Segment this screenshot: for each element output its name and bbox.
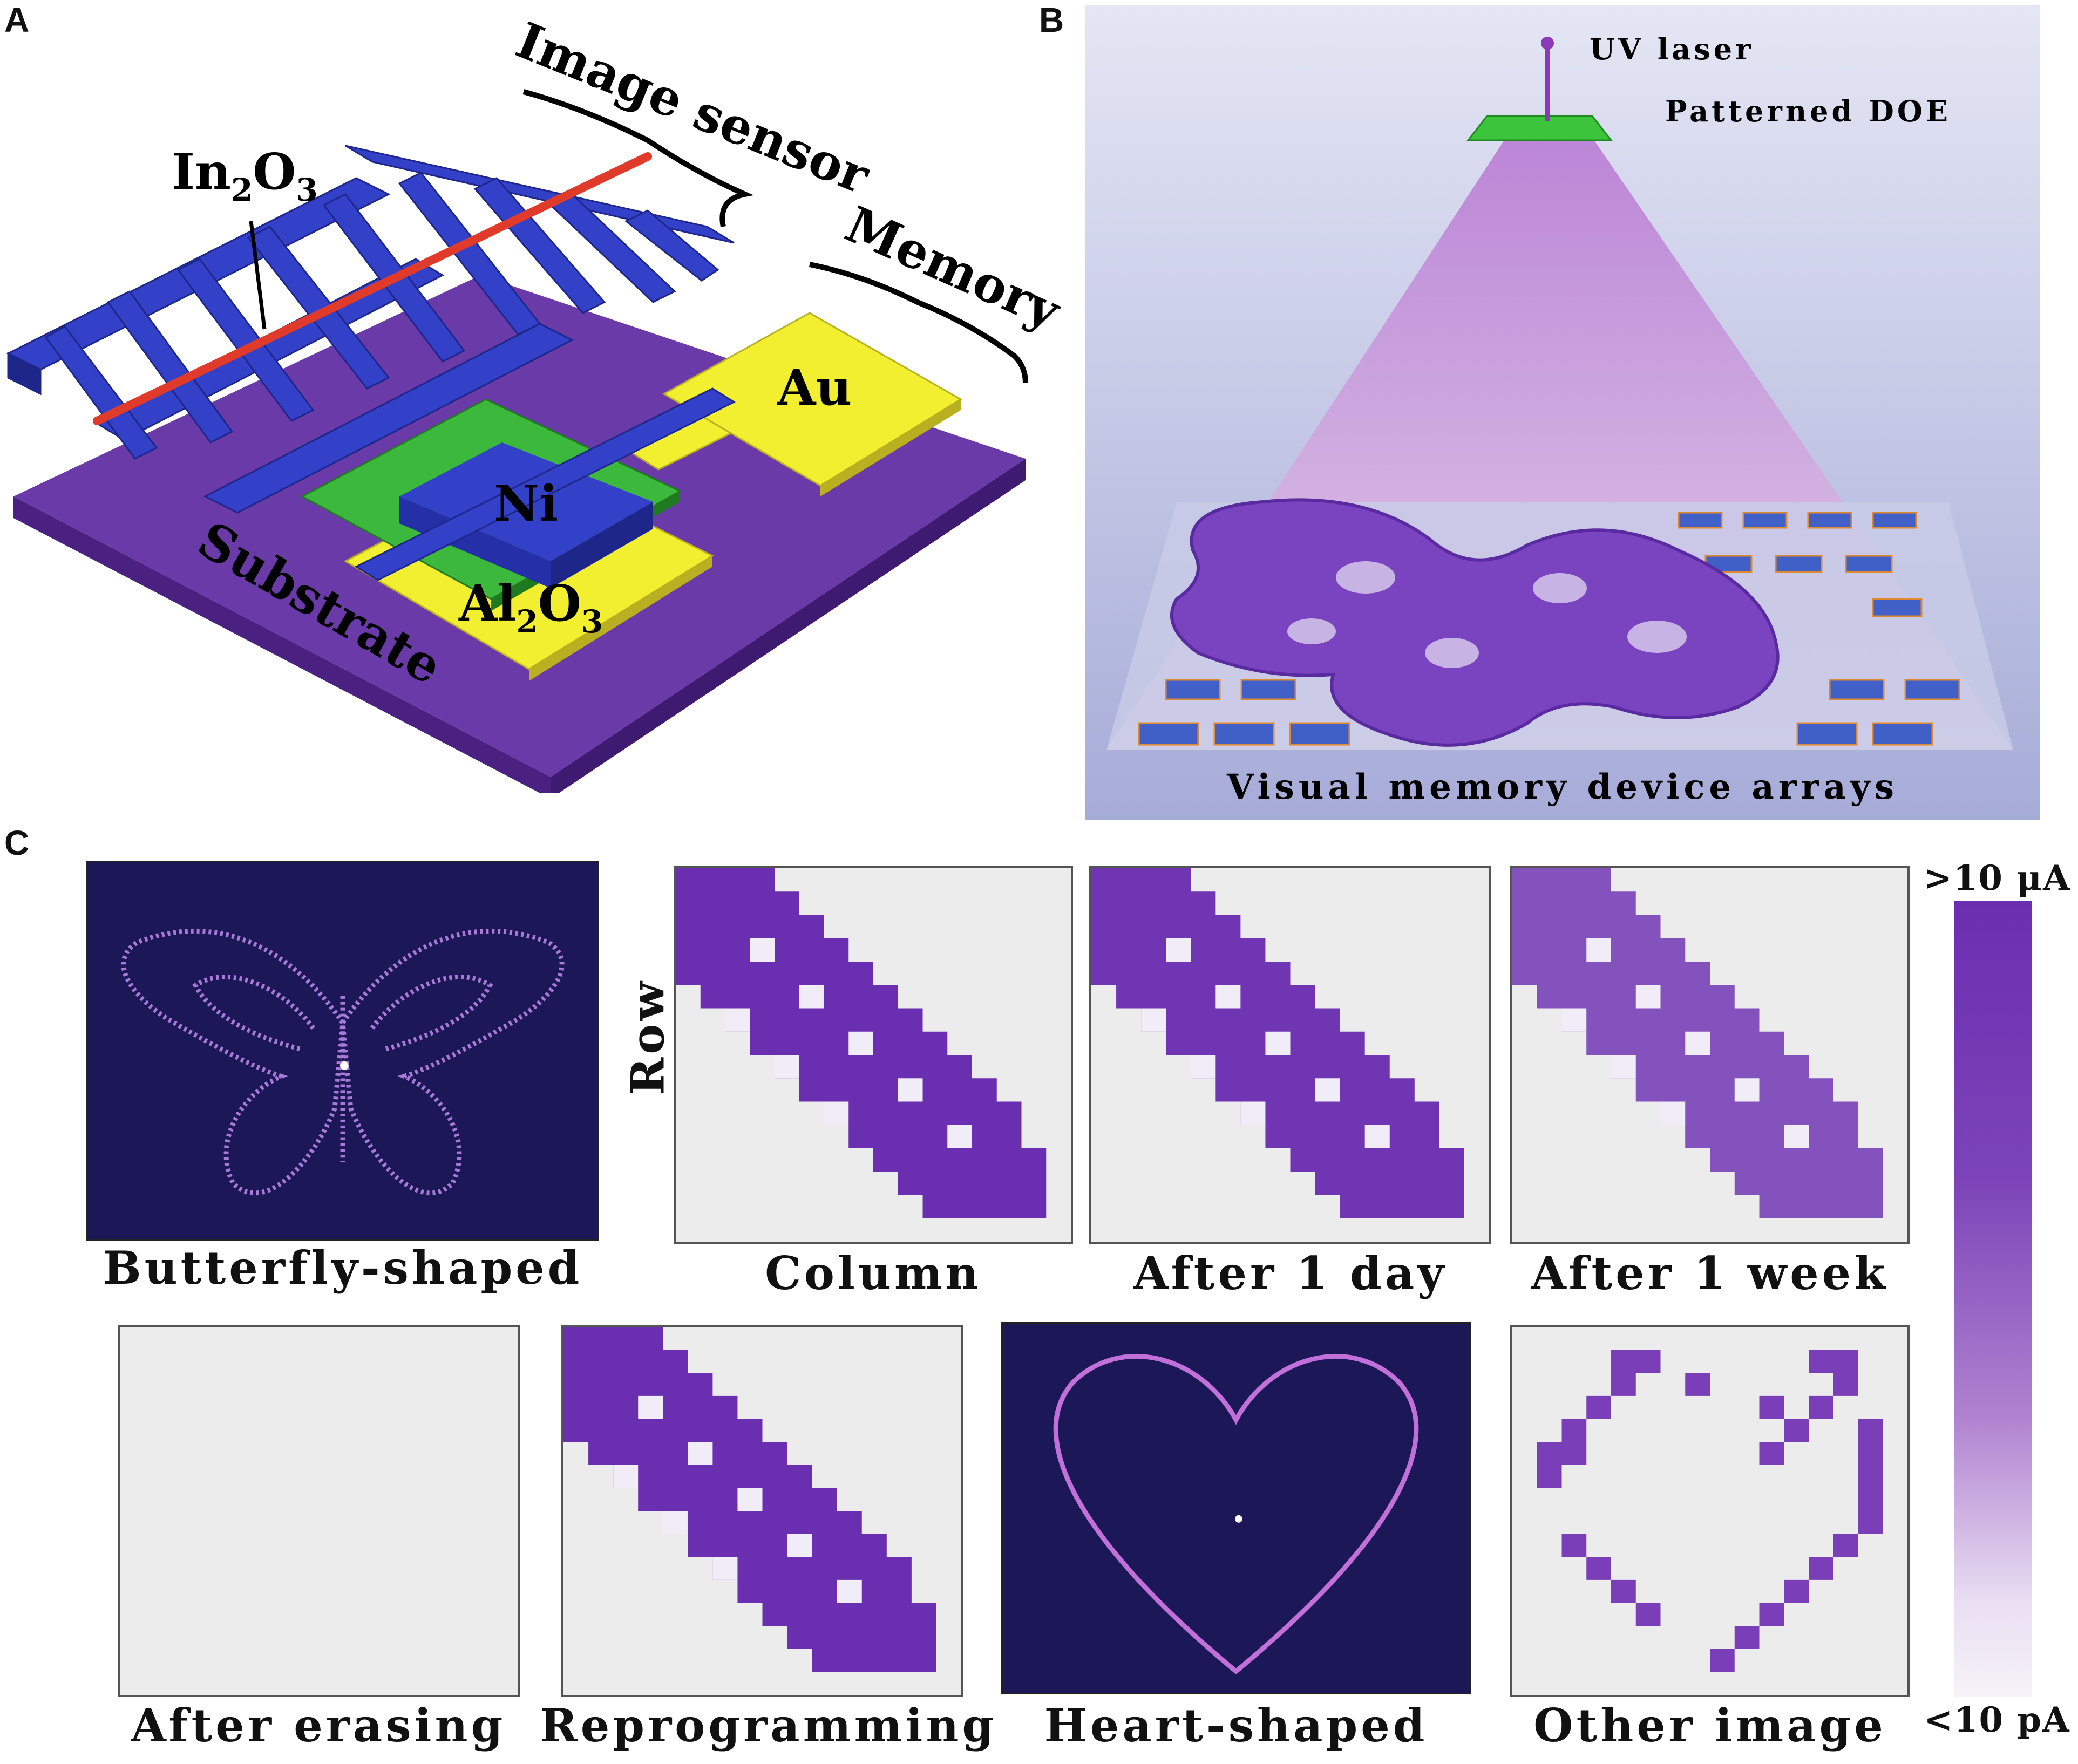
au-label: Au	[777, 358, 852, 417]
caption-after-erasing: After erasing	[131, 1699, 506, 1752]
au-pad-edge	[820, 399, 961, 496]
heatmap-other-image	[1510, 1325, 1910, 1697]
caption-heart: Heart-shaped	[1044, 1699, 1428, 1752]
heatmap-reprogramming	[561, 1325, 963, 1697]
row-axis-label: Row	[621, 978, 675, 1095]
heatmap-after-erasing	[118, 1325, 520, 1697]
caption-column: Column	[765, 1247, 982, 1300]
butterfly-photo	[86, 861, 599, 1241]
in2o3-pointer	[249, 221, 267, 330]
svg-text:In2O3: In2O3	[172, 142, 318, 208]
ni-block-front	[551, 502, 653, 588]
caption-other-image: Other image	[1533, 1699, 1886, 1752]
ni-label: Ni	[494, 474, 558, 533]
substrate-front	[551, 459, 1026, 793]
doe-plate	[1466, 115, 1613, 141]
butterfly-holes	[1287, 561, 1687, 668]
heatmap-after-1-week	[1510, 866, 1910, 1244]
panel-c-label: C	[4, 823, 30, 862]
optical-setup-illustration: UV laser Patterned DOE Visual memory dev…	[1085, 5, 2040, 820]
device-arrays-label: Visual memory device arrays	[1226, 767, 1898, 807]
colorbar-max-label: >10 μA	[1923, 858, 2071, 898]
patterned-doe-label: Patterned DOE	[1665, 94, 1951, 128]
device-schematic: In2O3 Image sensor Memory Au Ni Al2O3 Su…	[6, 22, 1070, 793]
colorbar	[1954, 901, 2032, 1697]
uv-laser-tip	[1541, 37, 1554, 50]
image-sensor-label: Image sensor	[508, 22, 878, 206]
ni-block-side	[399, 496, 551, 588]
interdigitated-electrode	[6, 145, 736, 581]
panel-a-label: A	[4, 1, 30, 39]
memory-brace	[809, 262, 1028, 384]
in2o3-nanowire	[93, 152, 652, 425]
caption-after-1-week: After 1 week	[1531, 1247, 1889, 1300]
butterfly-pattern	[1170, 498, 1780, 747]
caption-after-1-day: After 1 day	[1133, 1247, 1448, 1300]
image-sensor-brace	[522, 89, 754, 227]
substrate-side	[13, 496, 551, 793]
al2o3-label: Al2O3	[458, 574, 603, 640]
heart-photo	[1001, 1322, 1471, 1694]
heatmap-column	[674, 866, 1073, 1244]
heatmap-after-1-day	[1089, 866, 1491, 1244]
colorbar-min-label: <10 pA	[1924, 1700, 2070, 1740]
panel-b-label: B	[1039, 1, 1064, 39]
gold-bottom-pad-edge	[529, 556, 712, 681]
caption-butterfly: Butterfly-shaped	[103, 1241, 583, 1295]
caption-reprogramming: Reprogramming	[540, 1699, 997, 1752]
uv-laser-label: UV laser	[1590, 32, 1754, 66]
